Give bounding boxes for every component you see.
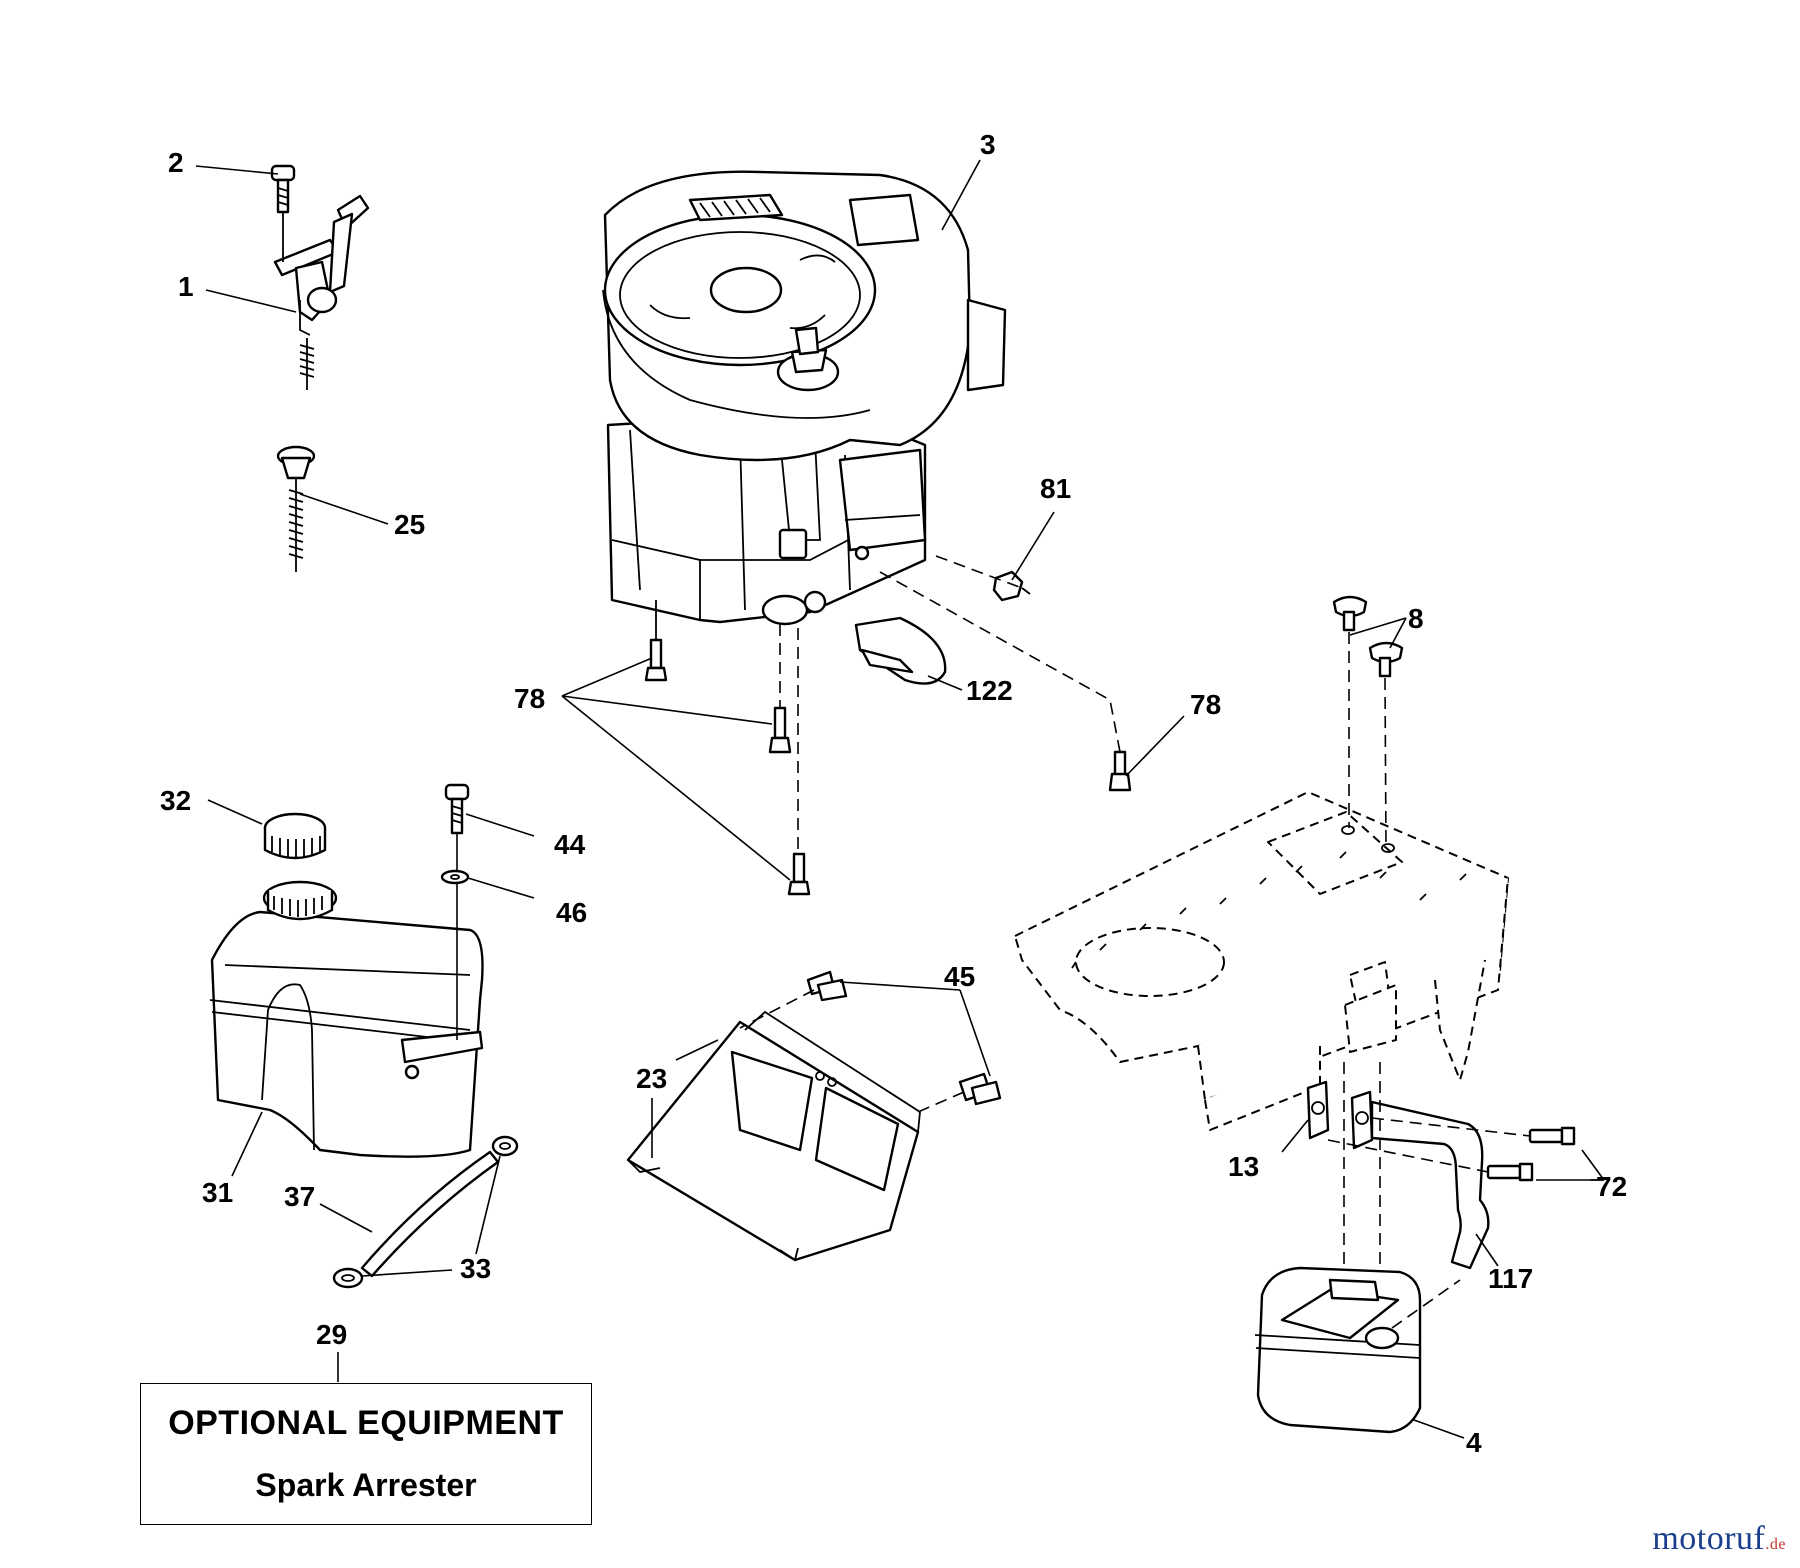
bolt-part <box>1368 641 1404 678</box>
clamp-part <box>332 1267 364 1289</box>
callout-4: 4 <box>1466 1427 1482 1458</box>
callout-81: 81 <box>1040 473 1071 504</box>
watermark-suffix: .de <box>1765 1536 1786 1553</box>
fuel-tank-part <box>209 880 484 1158</box>
callout-46: 46 <box>556 897 587 928</box>
watermark-logo: motoruf.de <box>1652 1520 1786 1558</box>
callout-2: 2 <box>168 147 184 178</box>
engine-part <box>602 170 1007 626</box>
nut-part <box>992 570 1031 602</box>
callout-25: 25 <box>394 509 425 540</box>
leader-lines <box>195 159 1605 1439</box>
heat-shield-part <box>626 1010 921 1262</box>
bracket-part <box>854 616 947 685</box>
callout-122: 122 <box>966 675 1013 706</box>
screw-part <box>444 783 470 835</box>
callout-32: 32 <box>160 785 191 816</box>
screw-part <box>270 164 296 262</box>
spark-arrester-label: Spark Arrester <box>255 1467 477 1503</box>
callout-31: 31 <box>202 1177 233 1208</box>
frame-reference <box>1014 791 1509 1131</box>
callout-37: 37 <box>284 1181 315 1212</box>
callout-44: 44 <box>554 829 586 860</box>
throttle-control-part <box>273 194 370 390</box>
muffler-part <box>1254 1266 1461 1434</box>
callout-8: 8 <box>1408 603 1424 634</box>
gasket-part <box>1306 1080 1330 1140</box>
callout-117: 117 <box>1488 1263 1533 1294</box>
clamp-part <box>491 1135 519 1157</box>
washer-part <box>440 869 470 885</box>
callout-23: 23 <box>636 1063 667 1094</box>
bolt-part <box>1332 595 1368 632</box>
bolt-part <box>1108 750 1132 792</box>
callout-72: 72 <box>1596 1171 1627 1202</box>
bolt-part <box>768 706 792 754</box>
callout-45: 45 <box>944 961 975 992</box>
optional-equipment-title: OPTIONAL EQUIPMENT <box>168 1404 564 1442</box>
callout-13: 13 <box>1228 1151 1259 1182</box>
bolt-part <box>1528 1126 1576 1146</box>
watermark-brand: motoruf <box>1652 1520 1766 1557</box>
optional-equipment-box: OPTIONAL EQUIPMENT Spark Arrester <box>140 1383 592 1525</box>
bolt-part <box>1486 1162 1534 1182</box>
gasket-part <box>1350 1090 1374 1150</box>
fuel-cap-part <box>263 812 327 860</box>
callout-29: 29 <box>316 1319 347 1350</box>
callout-33: 33 <box>460 1253 491 1284</box>
choke-knob-part <box>276 445 316 572</box>
bolt-part <box>787 852 811 896</box>
callout-78-right: 78 <box>1190 689 1221 720</box>
exhaust-pipe-part <box>1370 1100 1490 1270</box>
bolt-part <box>644 600 668 682</box>
screw-part <box>806 970 848 1002</box>
callout-3: 3 <box>980 129 996 160</box>
callout-78-left: 78 <box>514 683 545 714</box>
screw-part <box>958 1072 1002 1106</box>
callout-1: 1 <box>178 271 194 302</box>
